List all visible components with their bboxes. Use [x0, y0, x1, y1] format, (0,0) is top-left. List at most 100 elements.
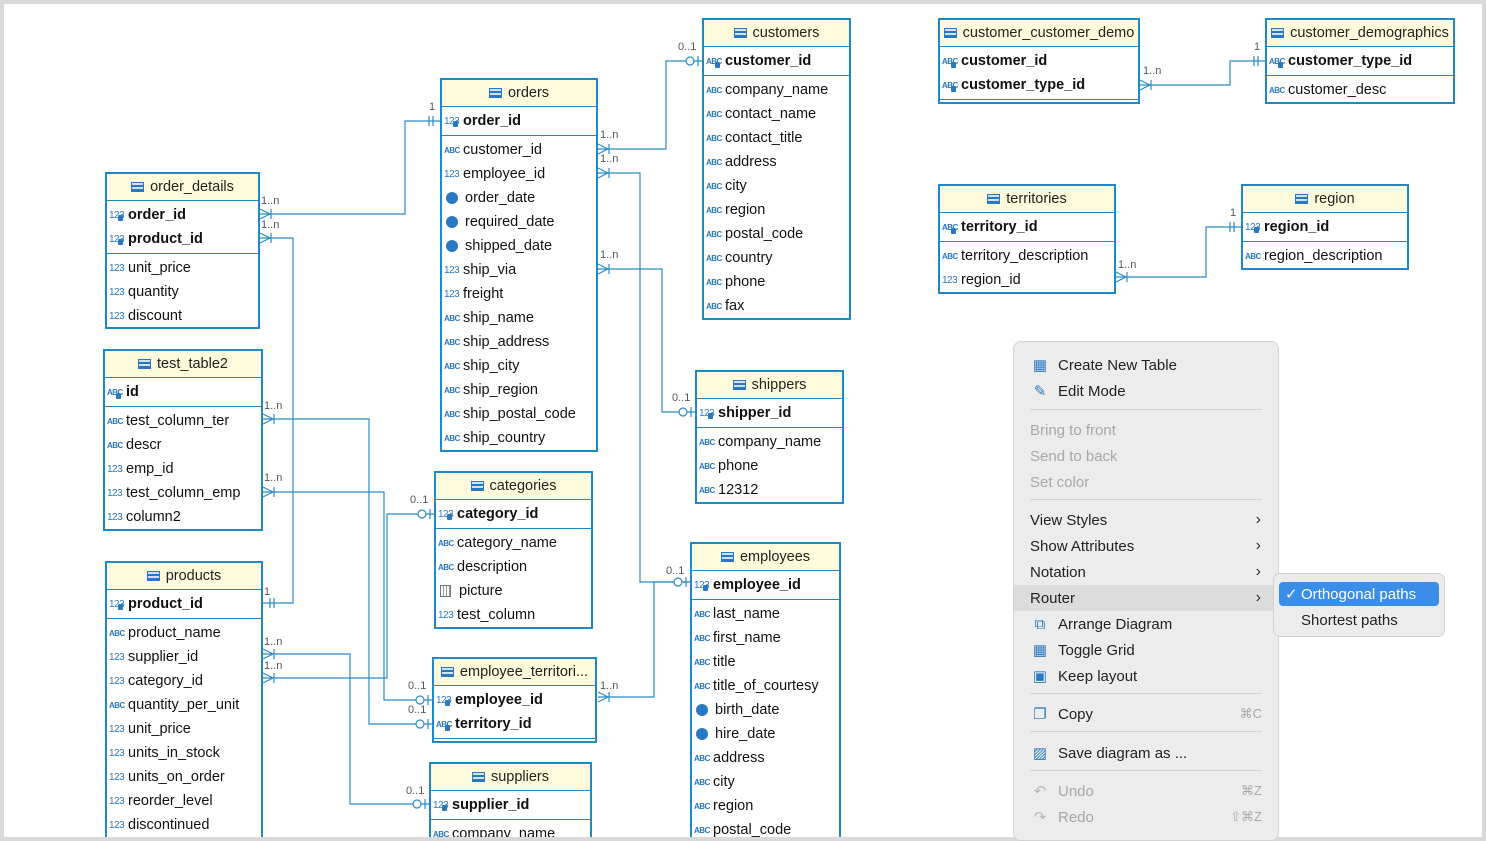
router-option-orthogonal-paths[interactable]: ✓Orthogonal paths — [1279, 582, 1439, 606]
table-header[interactable]: region — [1243, 186, 1407, 213]
table-header[interactable]: orders — [442, 80, 596, 107]
column-row[interactable]: shipped_date — [442, 234, 596, 258]
menu-item-toggle-grid[interactable]: ▦Toggle Grid — [1014, 637, 1278, 663]
menu-item-copy[interactable]: ❐Copy⌘C — [1014, 701, 1278, 727]
menu-item-keep-layout[interactable]: ▣Keep layout — [1014, 663, 1278, 689]
menu-item-arrange-diagram[interactable]: ⧉Arrange Diagram — [1014, 611, 1278, 637]
menu-item-save-diagram-as[interactable]: ▨Save diagram as ... — [1014, 740, 1278, 766]
table-header[interactable]: test_table2 — [105, 351, 261, 378]
table-header[interactable]: customer_customer_demo — [940, 20, 1138, 47]
table-header[interactable]: employee_territori... — [434, 659, 595, 686]
table-header[interactable]: products — [107, 563, 261, 590]
table-header[interactable]: order_details — [107, 174, 258, 201]
table-header[interactable]: employees — [692, 544, 839, 571]
menu-item-edit-mode[interactable]: ✎Edit Mode — [1014, 378, 1278, 404]
column-row[interactable]: hire_date — [692, 722, 839, 746]
table-header[interactable]: customer_demographics — [1267, 20, 1453, 47]
menu-item-show-attributes[interactable]: Show Attributes› — [1014, 533, 1278, 559]
column-row[interactable]: birth_date — [692, 698, 839, 722]
table-header[interactable]: categories — [436, 473, 591, 500]
table-header[interactable]: suppliers — [431, 764, 590, 791]
column-row[interactable]: picture — [436, 579, 591, 603]
column-row[interactable]: order_date — [442, 186, 596, 210]
router-option-shortest-paths[interactable]: Shortest paths — [1279, 608, 1439, 632]
menu-item-router[interactable]: Router› — [1014, 585, 1278, 611]
column-row[interactable]: required_date — [442, 210, 596, 234]
